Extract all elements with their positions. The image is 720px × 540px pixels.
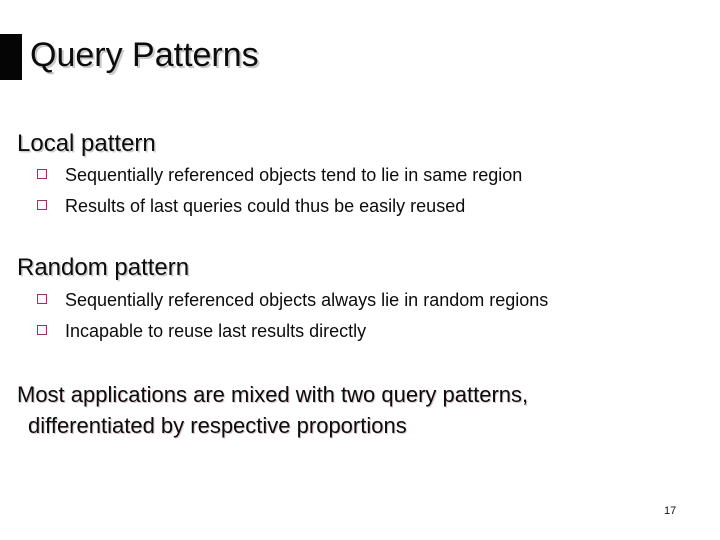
bullet-text: Results of last queries could thus be ea… (65, 196, 466, 216)
bullet-list-random: Sequentially referenced objects always l… (37, 288, 548, 350)
list-item: Sequentially referenced objects always l… (37, 288, 548, 319)
list-item: Results of last queries could thus be ea… (37, 194, 522, 225)
bullet-list-local: Sequentially referenced objects tend to … (37, 163, 522, 225)
list-item: Incapable to reuse last results directly (37, 319, 548, 350)
square-bullet-icon (37, 200, 47, 210)
summary-line: Most applications are mixed with two que… (17, 382, 529, 407)
bullet-text: Sequentially referenced objects always l… (65, 290, 549, 310)
page-number: 17 (664, 505, 677, 517)
summary-paragraph: Most applications are mixed with two que… (17, 379, 528, 441)
summary-line: differentiated by respective proportions (28, 413, 407, 438)
section-heading-local-pattern: Local pattern (17, 130, 156, 157)
square-bullet-icon (37, 294, 47, 304)
list-item: Sequentially referenced objects tend to … (37, 163, 522, 194)
square-bullet-icon (37, 325, 47, 335)
square-bullet-icon (37, 169, 47, 179)
title-accent-block (0, 34, 22, 80)
bullet-text: Incapable to reuse last results directly (65, 321, 367, 341)
section-heading-random-pattern: Random pattern (17, 254, 190, 281)
bullet-text: Sequentially referenced objects tend to … (65, 165, 523, 185)
page-title: Query Patterns (30, 36, 259, 74)
